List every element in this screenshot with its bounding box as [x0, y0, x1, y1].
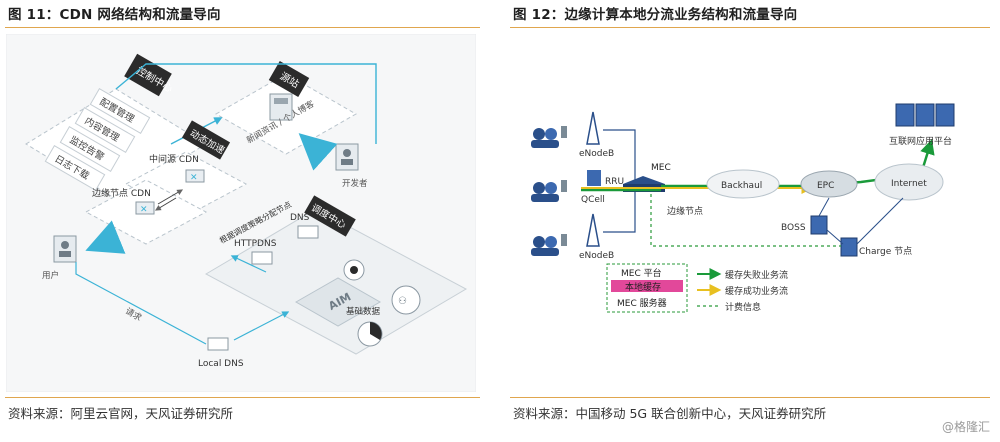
- left-bottom-rule: [5, 397, 480, 398]
- right-figure-title: 图 12：边缘计算本地分流业务结构和流量导向: [513, 7, 798, 23]
- boss-label: BOSS: [781, 223, 806, 233]
- base-data-label: 基础数据: [346, 306, 381, 317]
- left-figure-panel: 图 11：CDN 网络结构和流量导向 控制中心 配置管理 内容管理 监控告警 日…: [0, 0, 490, 442]
- httpdns-label: HTTPDNS: [234, 239, 277, 249]
- internet-app-servers: 互联网应用平台: [889, 103, 955, 147]
- legend-hit-label: 缓存成功业务流: [725, 285, 788, 297]
- mid-cdn-label: 中间源 CDN: [149, 153, 199, 165]
- internet-label: Internet: [891, 179, 927, 189]
- left-figure-source: 资料来源：阿里云官网，天风证券研究所: [8, 406, 234, 421]
- user-group-bottom: [531, 234, 567, 256]
- enodeb-top-tower: eNodeB: [579, 111, 614, 159]
- mec-diagram: eNodeB RRU QCell eNodeB MEC 边缘节点 Backhau: [531, 103, 955, 313]
- rru-label: RRU: [605, 177, 624, 187]
- share-icon: ⚇: [398, 296, 407, 307]
- charge-node-label: Charge 节点: [859, 246, 912, 257]
- backhaul-cloud: Backhaul: [706, 169, 780, 199]
- edge-cdn-node-icon: ✕: [140, 205, 148, 215]
- flow-legend: 缓存失败业务流 缓存成功业务流 计费信息: [697, 268, 788, 313]
- internet-app-label: 互联网应用平台: [889, 135, 952, 147]
- local-dns-label: Local DNS: [198, 359, 244, 369]
- mec-label: MEC: [651, 163, 671, 173]
- enodeb-bottom-label: eNodeB: [579, 251, 614, 261]
- right-top-rule: [510, 27, 990, 28]
- legend-billing-label: 计费信息: [725, 301, 761, 313]
- control-center-plate: 控制中心 配置管理 内容管理 监控告警 日志下载: [25, 53, 207, 200]
- local-cache-label: 本地缓存: [625, 281, 661, 293]
- local-dns-node: Local DNS: [198, 337, 244, 369]
- dns-label: DNS: [290, 213, 310, 223]
- right-figure-panel: 图 12：边缘计算本地分流业务结构和流量导向: [505, 0, 1000, 442]
- rru-node: RRU QCell: [581, 170, 624, 205]
- edge-node-label: 边缘节点: [667, 205, 703, 217]
- left-top-rule: [5, 27, 480, 28]
- mec-platform-box: MEC 平台 本地缓存 MEC 服务器: [606, 263, 688, 313]
- mec-platform-label: MEC 平台: [621, 267, 662, 279]
- right-figure-source: 资料来源：中国移动 5G 联合创新中心，天风证券研究所: [513, 406, 827, 421]
- enodeb-bottom-tower: eNodeB: [579, 213, 614, 261]
- cdn-diagram: 控制中心 配置管理 内容管理 监控告警 日志下载 源站 新闻资讯 / 个人博客 …: [6, 34, 476, 392]
- epc-label: EPC: [817, 181, 834, 191]
- qcell-label: QCell: [581, 195, 605, 205]
- mec-server-label: MEC 服务器: [617, 297, 667, 309]
- user-node: 用户: [42, 235, 77, 281]
- user-group-middle: [531, 180, 567, 202]
- site-watermark: @格隆汇: [941, 420, 990, 434]
- legend-miss-label: 缓存失败业务流: [725, 269, 788, 281]
- mid-cdn-node-icon: ✕: [190, 173, 198, 183]
- right-bottom-rule: [510, 397, 990, 398]
- user-group-top: [531, 126, 567, 148]
- backhaul-label: Backhaul: [721, 181, 762, 191]
- developer-label: 开发者: [342, 178, 368, 189]
- internet-cloud: Internet: [874, 163, 944, 201]
- user-label: 用户: [42, 270, 59, 281]
- charge-node: Charge 节点: [840, 237, 912, 257]
- enodeb-top-label: eNodeB: [579, 149, 614, 159]
- left-figure-title: 图 11：CDN 网络结构和流量导向: [8, 7, 221, 23]
- edge-cdn-label: 边缘节点 CDN: [92, 187, 151, 199]
- epc-node: EPC: [800, 170, 858, 198]
- boss-node: BOSS: [781, 215, 828, 235]
